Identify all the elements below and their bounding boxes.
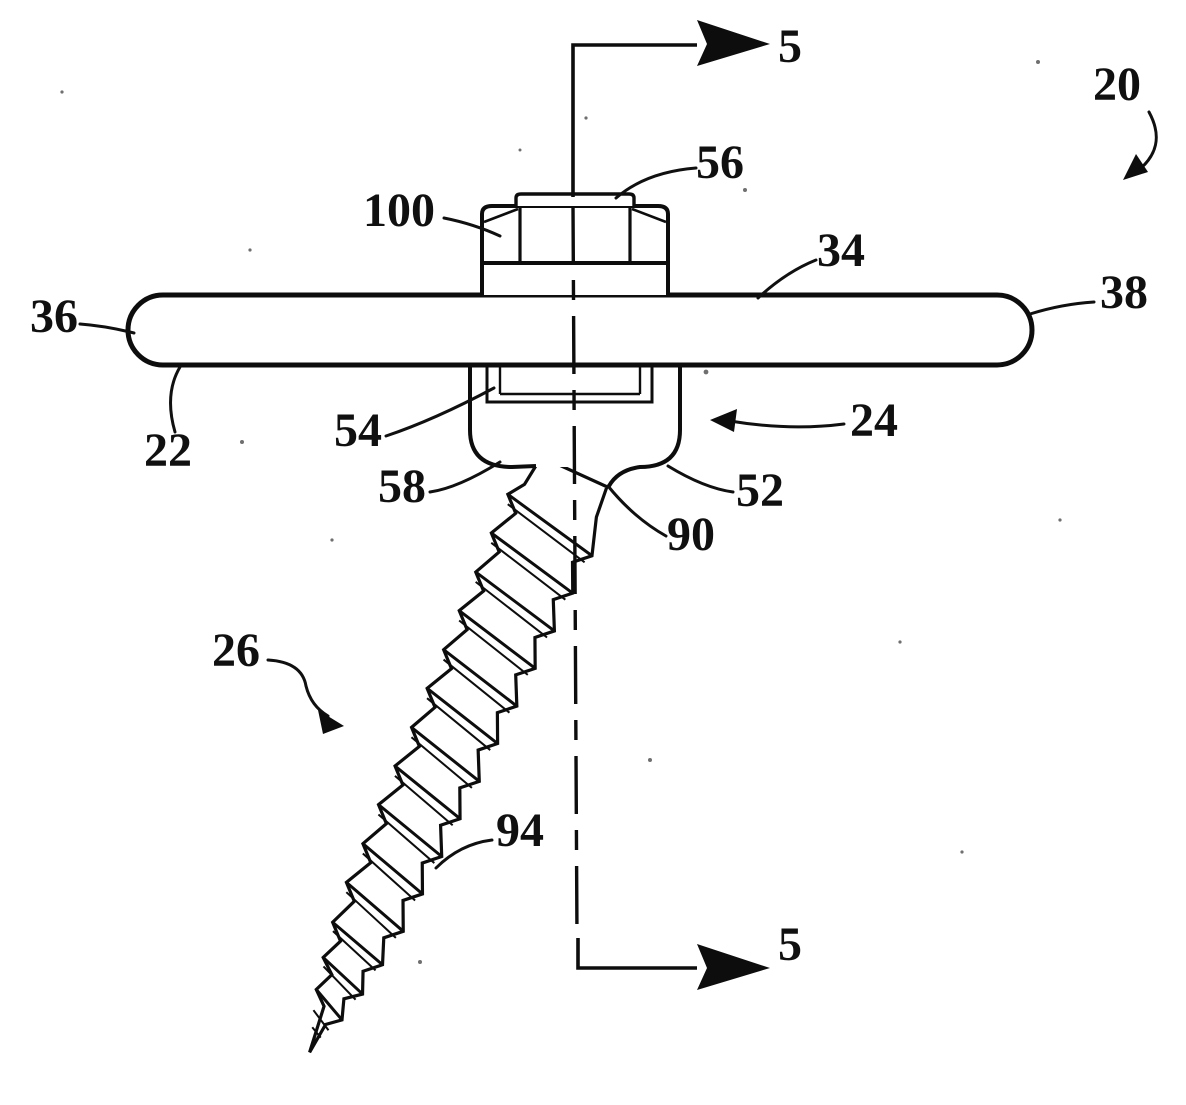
section-marker-top: 5 [571,20,802,197]
label-36: 36 [30,290,78,343]
nut-chamfer-lines [483,207,667,224]
label-52: 52 [736,464,784,517]
receiver-slot-inner [498,366,642,396]
leader-24 [728,419,846,429]
receiver-fill [470,365,680,467]
nut-top-boss [514,192,636,206]
rod-outline [125,292,1035,368]
section-line-bottom [576,938,697,970]
label-38: 38 [1100,266,1148,319]
section-arrow-bottom [697,944,770,990]
label-56: 56 [696,136,744,189]
label-22: 22 [144,424,192,477]
section-line-top [571,43,697,197]
leader-22 [169,365,182,434]
label-20: 20 [1093,58,1141,111]
leader-26 [266,658,330,718]
scan-noise [60,60,1062,964]
label-24: 24 [850,394,898,447]
label-90: 90 [667,508,715,561]
leader-24-arrowhead [710,409,737,432]
leader-100 [442,216,502,238]
leader-38 [1028,300,1096,316]
receiver-outline-left [468,365,537,470]
receiver-body [468,365,682,488]
leader-90 [606,484,668,538]
label-5-top: 5 [778,20,802,73]
label-26: 26 [212,624,260,677]
leader-36 [78,322,136,335]
bone-screw [308,454,609,1054]
leader-52 [666,464,735,494]
reference-labels: 20 56 100 34 38 36 22 54 58 52 24 [30,58,1158,870]
receiver-outline-right [607,365,682,488]
label-94: 94 [496,804,544,857]
screw-outline [308,454,609,1054]
nut-assembly [480,192,670,295]
leader-20-arrowhead [1123,154,1148,180]
leader-34 [756,258,818,300]
leader-94 [434,838,494,870]
centerline-dashed [571,205,579,939]
nut-outline [480,204,670,265]
leader-58 [428,460,502,494]
section-marker-bottom: 5 [576,918,802,990]
leader-54 [384,386,496,438]
leader-26-arrowhead [318,710,344,734]
nut-facet-lines [518,206,632,263]
label-34: 34 [817,224,865,277]
leader-56 [614,166,698,200]
label-54: 54 [334,404,382,457]
receiver-slot [485,366,654,404]
label-100: 100 [363,184,435,237]
label-58: 58 [378,460,426,513]
screw-thread-lines [315,493,593,1021]
rod [125,292,1035,368]
screw-thread-lines-inner [311,503,586,1039]
section-arrow-top [697,20,770,66]
label-5-bottom: 5 [778,918,802,971]
